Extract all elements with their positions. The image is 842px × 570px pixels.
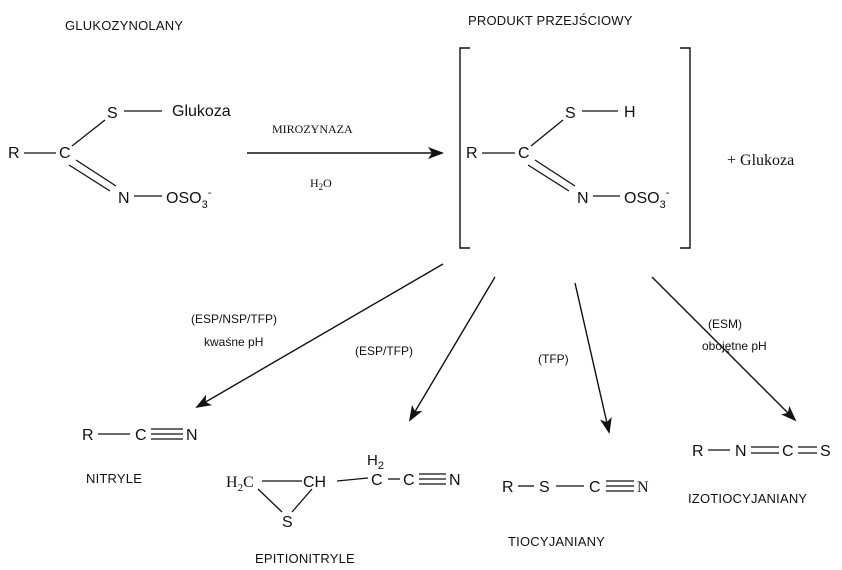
arrow-to-nitrile bbox=[195, 263, 444, 409]
atom-c: C bbox=[59, 145, 71, 162]
atom-r: R bbox=[8, 145, 20, 162]
sulfate-group: OSO3- bbox=[166, 187, 212, 211]
nitrile-n: N bbox=[449, 472, 461, 489]
arrow-to-thiocyanate bbox=[574, 282, 612, 434]
atom-n: N bbox=[186, 427, 198, 444]
epithionitrile-name: EPITIONITRYLE bbox=[255, 551, 355, 566]
atom-s: S bbox=[565, 105, 576, 122]
atom-c: C bbox=[589, 479, 601, 496]
nitrile-c: C bbox=[403, 472, 415, 489]
atom-r: R bbox=[502, 479, 514, 496]
nitrile-structure: R C N bbox=[82, 427, 198, 444]
atom-s: S bbox=[820, 443, 831, 460]
thiocyanate-name: TIOCYJANIANY bbox=[508, 534, 605, 549]
atom-n: N bbox=[118, 190, 130, 207]
isothiocyanate-name: IZOTIOCYJANIANY bbox=[688, 491, 807, 506]
atom-r: R bbox=[466, 145, 478, 162]
atom-s: S bbox=[539, 479, 550, 496]
epithionitrile-structure: H2C CH S H2 C C N bbox=[226, 452, 461, 531]
methylene-h2: H2 bbox=[367, 452, 384, 472]
ring-s: S bbox=[282, 514, 293, 531]
water-label: H2O bbox=[310, 176, 332, 192]
thiocyanate-structure: R S C N bbox=[502, 479, 649, 496]
glucosinolate-structure: R C S Glukoza N OSO3- bbox=[8, 103, 231, 211]
atom-r: R bbox=[82, 427, 94, 444]
nitrile-name: NITRYLE bbox=[86, 471, 142, 486]
isothiocyanate-condition-enzyme: (ESM) bbox=[708, 317, 742, 331]
arrow-to-epithionitrile bbox=[408, 276, 496, 422]
nitrile-condition-ph: kwaśne pH bbox=[204, 335, 263, 349]
sugar-label: Glukoza bbox=[172, 103, 231, 120]
enzyme-label: MIROZYNAZA bbox=[272, 122, 353, 136]
arrow-to-isothiocyanate bbox=[651, 276, 797, 422]
ring-ch2: H2C bbox=[226, 474, 254, 494]
right-bracket bbox=[680, 47, 691, 249]
intermediate-structure: R C S H N OSO3- bbox=[466, 104, 670, 211]
methylene-c: C bbox=[371, 472, 383, 489]
atom-c: C bbox=[518, 145, 530, 162]
atom-n: N bbox=[577, 190, 589, 207]
isothiocyanate-structure: R N C S bbox=[692, 443, 831, 460]
nitrile-condition-enzymes: (ESP/NSP/TFP) bbox=[191, 312, 277, 326]
left-bracket bbox=[459, 47, 470, 249]
glucose-byproduct: + Glukoza bbox=[727, 152, 794, 169]
atom-s: S bbox=[107, 105, 118, 122]
intermediate-heading: PRODUKT PRZEJŚCIOWY bbox=[468, 13, 633, 28]
sulfate-group: OSO3- bbox=[624, 187, 670, 211]
reactant-heading: GLUKOZYNOLANY bbox=[65, 18, 183, 33]
epithionitrile-condition: (ESP/TFP) bbox=[355, 344, 413, 358]
isothiocyanate-condition-ph: obojętne pH bbox=[702, 339, 767, 353]
ring-ch: CH bbox=[303, 474, 326, 491]
atom-c: C bbox=[782, 443, 794, 460]
thiocyanate-condition: (TFP) bbox=[538, 352, 569, 366]
atom-n: N bbox=[735, 443, 747, 460]
atom-h: H bbox=[624, 104, 636, 121]
atom-r: R bbox=[692, 443, 704, 460]
atom-c: C bbox=[135, 427, 147, 444]
atom-n: N bbox=[637, 479, 649, 496]
